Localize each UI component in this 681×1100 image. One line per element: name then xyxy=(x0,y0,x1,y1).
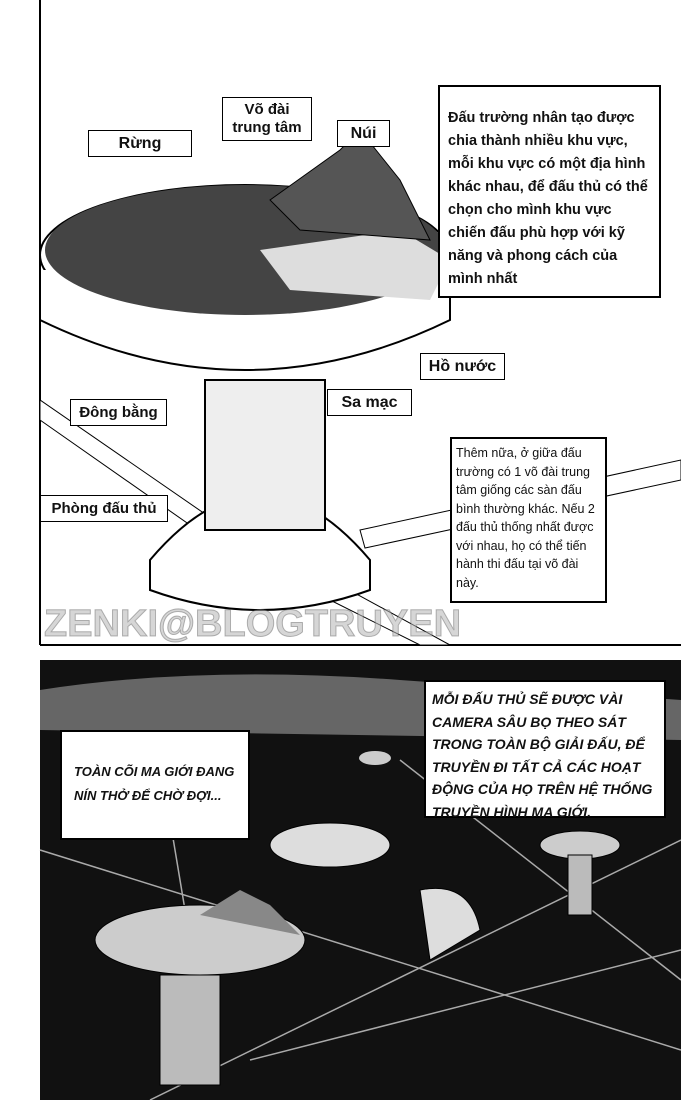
label-forest: Rừng xyxy=(88,130,192,157)
label-desert: Sa mạc xyxy=(327,389,412,416)
caption-insect-cameras: Mỗi đấu thủ sẽ được vài camera sâu bọ th… xyxy=(424,680,666,820)
label-plains: Đông bằng xyxy=(70,399,167,426)
label-lake: Hồ nước xyxy=(420,353,505,380)
label-central-arena: Võ đài trung tâm xyxy=(222,97,312,141)
caption-arena-zones: Đấu trường nhân tạo được chia thành nhiề… xyxy=(438,85,661,298)
caption-demon-world-waiting: Toàn cõi Ma giới đang nín thở để chờ đợi… xyxy=(60,730,250,840)
watermark: ZENKI@BLOGTRUYEN xyxy=(43,603,462,645)
top-panel xyxy=(39,0,681,646)
label-mountain: Núi xyxy=(337,120,390,147)
caption-central-arena: Thêm nữa, ở giữa đấu trường có 1 võ đài … xyxy=(450,437,607,603)
label-player-room: Phòng đấu thủ xyxy=(40,495,168,522)
